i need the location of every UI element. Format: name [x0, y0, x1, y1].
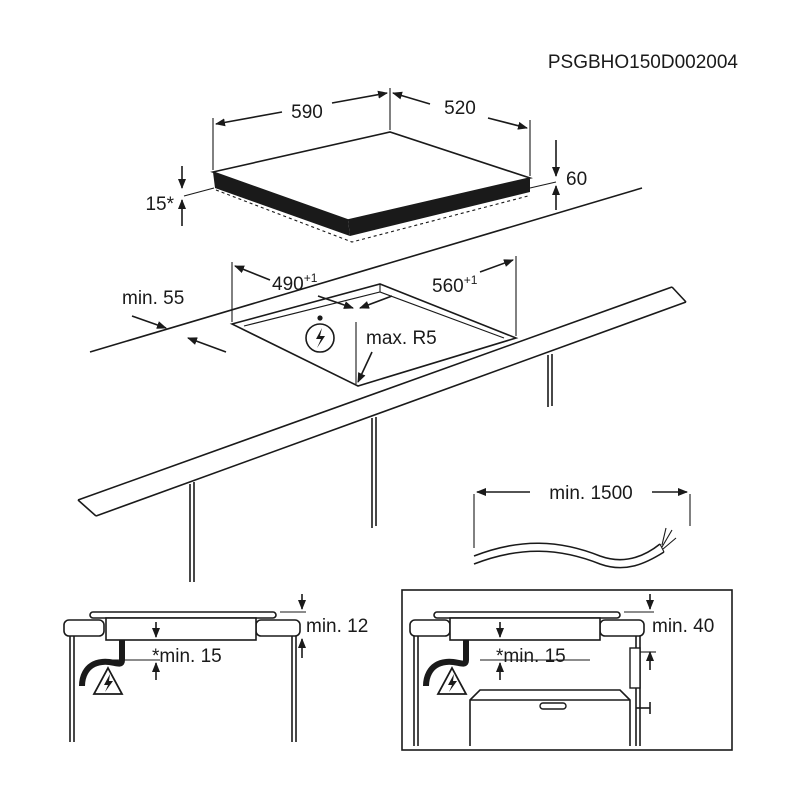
hob-front-edge	[213, 172, 350, 236]
left-under-label: *min. 15	[152, 646, 222, 667]
section-right: *min. 15 min. 40	[401, 589, 733, 751]
worktop-drawing	[77, 187, 687, 582]
hob-dimensions: 590 520 60 15*	[145, 88, 587, 226]
cutout-depth-label: 560+1	[432, 273, 478, 297]
cutout-edge-label: min. 55	[122, 288, 184, 309]
hob-depth-label: 520	[444, 98, 476, 119]
hob-side-edge	[348, 178, 530, 236]
hob-frame-label: 15*	[145, 194, 174, 215]
document-code: PSGBHO150D002004	[548, 52, 739, 73]
right-under-label: *min. 15	[496, 646, 566, 667]
cable-drawing: min. 1500	[473, 483, 691, 569]
hob-top-surface	[210, 131, 533, 221]
hob-drawing	[183, 131, 557, 243]
cable-length-label: min. 1500	[549, 483, 632, 504]
drawer-handle	[539, 702, 567, 710]
right-section-frame	[401, 589, 733, 751]
worktop-cutout	[229, 283, 519, 387]
cutout-depth-tolerance: +1	[464, 273, 478, 287]
hob-height-label: 60	[566, 169, 587, 190]
cutout-dimensions: 490+1 560+1 min. 55 max. R5	[122, 256, 517, 384]
cutout-radius-label: max. R5	[366, 328, 437, 349]
right-top-label: min. 40	[652, 616, 714, 637]
cutout-width-label: 490+1	[272, 271, 318, 295]
hob-width-label: 590	[291, 102, 323, 123]
cutout-width-tolerance: +1	[304, 271, 318, 285]
left-top-label: min. 12	[306, 616, 368, 637]
section-left: *min. 15 min. 12	[63, 594, 368, 742]
